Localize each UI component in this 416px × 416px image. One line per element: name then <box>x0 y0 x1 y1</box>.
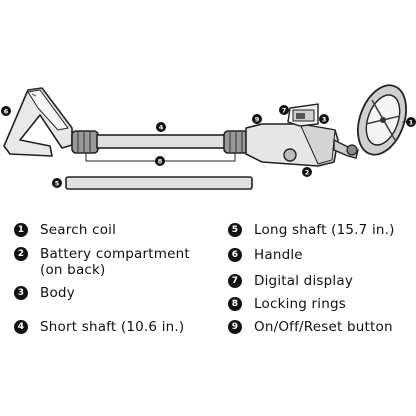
callout-3: 3 <box>319 114 329 124</box>
search-coil-part <box>357 84 407 156</box>
digital-display-part <box>287 103 319 127</box>
body-part <box>245 123 339 167</box>
legend-number: 5 <box>228 223 242 237</box>
legend-label: Handle <box>254 247 303 263</box>
legend-number: 9 <box>228 320 242 334</box>
legend-number: 7 <box>228 274 242 288</box>
callout-2: 2 <box>302 167 312 177</box>
long-shaft-part <box>65 176 253 190</box>
legend-label: Digital display <box>254 273 354 289</box>
metal-detector-diagram: 1 2 3 4 5 6 7 8 9 <box>1 84 416 190</box>
legend-label: Long shaft (15.7 in.) <box>254 222 395 238</box>
callout-9: 9 <box>252 114 262 124</box>
legend-label-line1: Battery compartment <box>40 246 190 262</box>
legend-number: 4 <box>14 320 28 334</box>
legend-label: Locking rings <box>254 296 347 312</box>
callout-1: 1 <box>406 117 416 127</box>
legend-number: 6 <box>228 248 242 262</box>
coil-arm-part <box>333 138 359 159</box>
short-shaft-part <box>96 134 228 149</box>
legend-label: On/Off/Reset button <box>254 319 393 335</box>
legend-number: 2 <box>14 247 28 261</box>
svg-text:6: 6 <box>4 108 9 116</box>
power-button <box>283 148 297 162</box>
legend-label: Short shaft (10.6 in.) <box>40 319 185 335</box>
svg-text:3: 3 <box>322 116 327 124</box>
callout-5: 5 <box>52 178 62 188</box>
callout-6: 6 <box>1 106 11 116</box>
callout-7: 7 <box>279 105 289 115</box>
svg-text:5: 5 <box>55 180 60 188</box>
locking-ring-left <box>71 130 99 154</box>
legend-number: 3 <box>14 286 28 300</box>
legend-number: 1 <box>14 223 28 237</box>
legend-label: Body <box>40 285 75 301</box>
handle-part <box>3 87 73 157</box>
callout-4: 4 <box>156 122 166 132</box>
svg-text:2: 2 <box>305 169 310 177</box>
legend-label: Search coil <box>40 222 117 238</box>
svg-text:9: 9 <box>255 116 260 124</box>
callout-8: 8 <box>155 156 165 166</box>
locking-ring-right <box>223 130 249 154</box>
svg-text:4: 4 <box>159 124 164 132</box>
legend-label-line2: (on back) <box>40 262 106 278</box>
svg-text:1: 1 <box>409 119 414 127</box>
svg-text:7: 7 <box>282 107 287 115</box>
legend-number: 8 <box>228 297 242 311</box>
parts-legend: 1 Search coil 2 Battery compartment (on … <box>0 222 416 416</box>
svg-text:8: 8 <box>158 158 163 166</box>
